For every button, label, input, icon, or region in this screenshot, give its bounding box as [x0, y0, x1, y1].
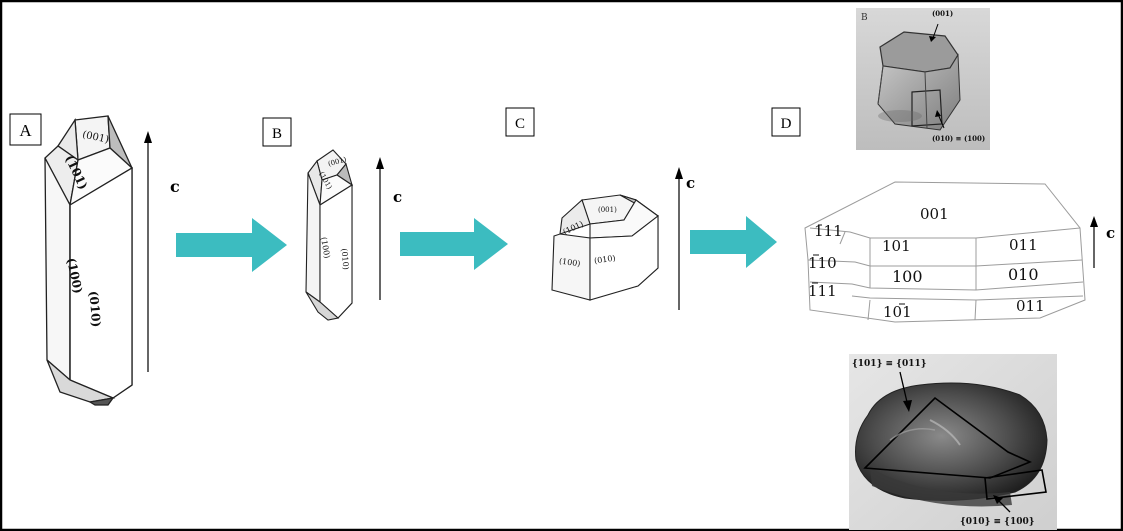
- transition-arrow-3: [690, 216, 777, 268]
- crystal-photo-top: B (001) (010) ≡ (100): [856, 8, 990, 150]
- crystal-b: [306, 150, 352, 320]
- face-label-111-lower: 111: [808, 282, 837, 300]
- panel-b: B (001) (101) (100) (010) c: [263, 118, 402, 320]
- face-label-010: 010: [1008, 265, 1039, 284]
- panel-c-label: C: [506, 108, 534, 136]
- face-label: (010): [340, 248, 351, 270]
- c-axis-arrow-c: [675, 167, 683, 310]
- svg-text:C: C: [515, 116, 525, 132]
- c-axis-arrow-d: [1090, 216, 1098, 268]
- face-label-100: 100: [892, 267, 923, 286]
- photo-face-010-100-bottom: {010} ≡ {100}: [960, 517, 1035, 527]
- axis-label-c: c: [393, 188, 402, 206]
- panel-b-label: B: [263, 118, 291, 146]
- svg-text:A: A: [19, 121, 32, 140]
- photo-face-010-100: (010) ≡ (100): [932, 134, 985, 143]
- axis-label-c: c: [1106, 224, 1115, 242]
- panel-c: C (001) (101) (100) (010) c: [506, 108, 695, 310]
- transition-arrow-2: [400, 218, 508, 270]
- c-axis-arrow-a: [144, 131, 152, 372]
- face-label-001: 001: [920, 205, 949, 223]
- panel-a-label: A: [10, 114, 41, 145]
- face-label-101: 101: [882, 237, 911, 255]
- axis-label-c: c: [170, 177, 180, 196]
- photo-face-001: (001): [932, 9, 953, 18]
- svg-text:B: B: [272, 126, 282, 142]
- svg-text:D: D: [781, 116, 792, 132]
- photo-face-101-011: {101} ≡ {011}: [852, 359, 927, 369]
- panel-d-label: D: [772, 108, 800, 136]
- crystal-photo-bottom: {101} ≡ {011} {010} ≡ {100}: [849, 354, 1057, 530]
- transition-arrow-1: [176, 218, 287, 272]
- c-axis-arrow-b: [376, 157, 384, 300]
- face-label-110: 110: [808, 254, 837, 272]
- face-label-011-lower: 011: [1016, 297, 1045, 315]
- face-label-101-lower: 101: [883, 303, 912, 321]
- axis-label-c: c: [686, 174, 695, 192]
- face-label: (001): [598, 206, 617, 214]
- photo-label-b: B: [861, 13, 868, 23]
- crystal-a: [45, 116, 132, 405]
- panel-a: A (001) (101) (100) (010): [10, 114, 180, 405]
- crystal-d-face-labels: 001 111 101 011 110 100 010 111 101 011: [808, 205, 1045, 321]
- face-label-011: 011: [1009, 236, 1038, 254]
